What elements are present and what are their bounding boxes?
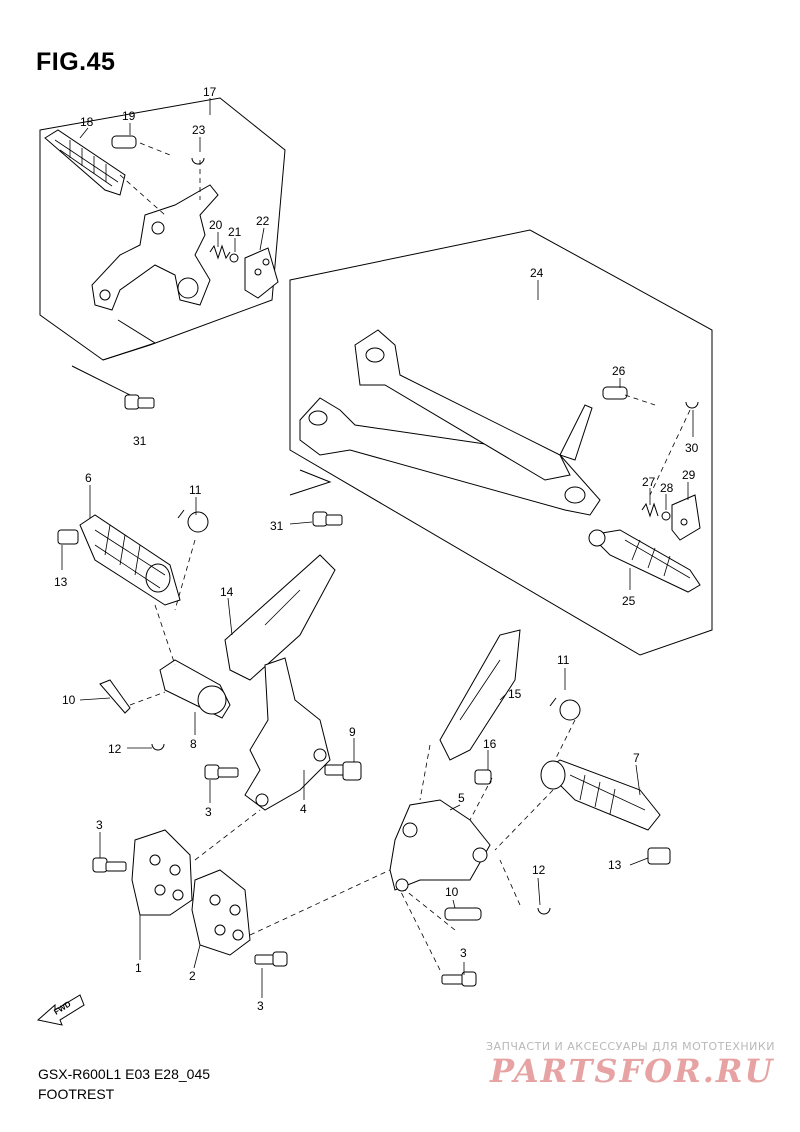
- callout-10b: 10: [445, 885, 459, 899]
- footpeg-7: [540, 759, 661, 831]
- bolt-13-left: [57, 529, 79, 545]
- callout-25: 25: [622, 594, 636, 608]
- clip-30: [685, 401, 699, 409]
- pin-10-left: [99, 679, 131, 714]
- callout-9: 9: [349, 725, 356, 739]
- footer-model-code: GSX-R600L1 E03 E28_045: [38, 1066, 211, 1082]
- callout-12a: 12: [108, 742, 122, 756]
- bolt-3-a: [204, 764, 239, 780]
- bolt-31-upper: [124, 394, 155, 410]
- clip-23: [191, 157, 205, 165]
- leader-31-top: [71, 365, 131, 396]
- callout-24: 24: [530, 266, 544, 280]
- callout-17: 17: [203, 85, 217, 99]
- washer-28: [661, 511, 671, 521]
- bolt-13-right: [647, 847, 671, 865]
- callout-4: 4: [300, 802, 307, 816]
- spring-11-right: [549, 697, 581, 721]
- plate-29: [671, 494, 701, 541]
- callout-12b: 12: [532, 863, 546, 877]
- bracket-24: [299, 329, 601, 516]
- leader-box17: [102, 319, 157, 361]
- assembly-box-17: [39, 97, 286, 361]
- callout-3b: 3: [205, 805, 212, 819]
- callout-11a: 11: [189, 483, 202, 497]
- callout-6: 6: [85, 471, 92, 485]
- callout-29: 29: [682, 468, 696, 482]
- callout-26: 26: [612, 364, 626, 378]
- callout-15: 15: [508, 687, 522, 701]
- callout-27: 27: [642, 475, 656, 489]
- callout-31b: 31: [270, 519, 284, 533]
- footer-section-name: FOOTREST: [38, 1086, 115, 1102]
- spring-27: [641, 502, 659, 518]
- plate-1: [131, 829, 193, 916]
- bolt-31-lower: [312, 511, 343, 527]
- clip-12-left: [151, 743, 165, 751]
- watermark-brand: PARTSFOR.RU: [490, 1052, 775, 1090]
- spring-20: [209, 244, 231, 260]
- assembly-box-24: [289, 229, 713, 656]
- callout-16: 16: [483, 737, 497, 751]
- bolt-3-b: [92, 857, 127, 873]
- holder-8: [159, 659, 231, 719]
- callout-7: 7: [633, 751, 640, 765]
- pin-26: [602, 386, 628, 400]
- callout-28: 28: [660, 481, 674, 495]
- washer-21: [229, 253, 239, 263]
- footpeg-18: [44, 129, 126, 196]
- bracket-4: [244, 657, 331, 811]
- bolt-3-c: [254, 951, 288, 967]
- heel-guard-14: [224, 554, 336, 681]
- bolt-3-d: [441, 971, 477, 987]
- callout-3c: 3: [257, 999, 264, 1013]
- callout-3d: 3: [460, 946, 467, 960]
- callout-30: 30: [685, 441, 699, 455]
- plate-2: [191, 869, 251, 956]
- callout-20: 20: [209, 218, 223, 232]
- callout-3a: 3: [96, 818, 103, 832]
- footpeg-25: [588, 529, 701, 593]
- pin-10-right: [444, 907, 482, 921]
- bolt-9: [324, 761, 362, 781]
- heel-guard-15: [439, 629, 521, 761]
- clip-12-right: [537, 907, 551, 915]
- callout-11b: 11: [557, 653, 570, 667]
- callout-21: 21: [228, 225, 242, 239]
- pin-19: [111, 135, 137, 149]
- callout-19: 19: [122, 109, 136, 123]
- callout-13b: 13: [608, 858, 622, 872]
- callout-13a: 13: [54, 575, 68, 589]
- callout-18: 18: [80, 115, 94, 129]
- callout-10a: 10: [62, 693, 76, 707]
- callout-1: 1: [135, 961, 142, 975]
- callout-23: 23: [192, 123, 206, 137]
- footpeg-6: [79, 514, 181, 606]
- bolt-16: [474, 769, 492, 785]
- spring-11-left: [177, 509, 209, 533]
- plate-22: [244, 247, 279, 299]
- callout-2: 2: [189, 969, 196, 983]
- callout-14: 14: [220, 585, 234, 599]
- figure-title: FIG.45: [36, 48, 116, 76]
- callout-8: 8: [190, 737, 197, 751]
- callout-5: 5: [458, 791, 465, 805]
- callout-31a: 31: [133, 434, 147, 448]
- watermark-tagline: ЗАПЧАСТИ И АКСЕССУАРЫ ДЛЯ МОТОТЕХНИКИ: [486, 1040, 775, 1053]
- leader-box24: [289, 469, 332, 496]
- bracket-5: [389, 799, 491, 892]
- callout-22: 22: [256, 214, 270, 228]
- fwd-arrow-icon: FWD: [36, 994, 85, 1026]
- bracket-17: [91, 184, 219, 311]
